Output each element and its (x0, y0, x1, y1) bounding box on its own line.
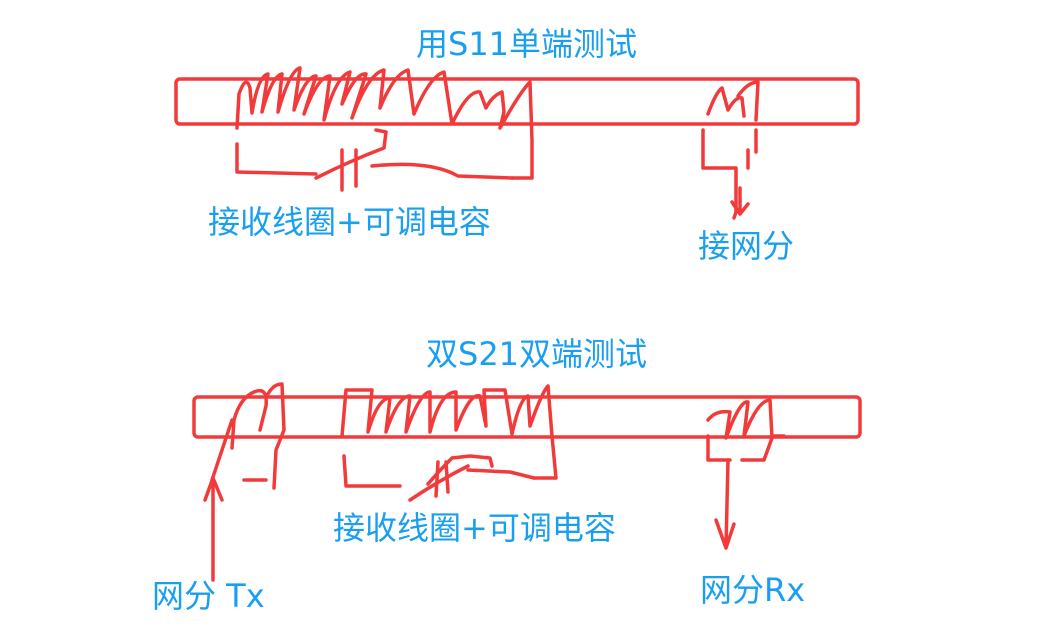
top-coil-lead (235, 142, 514, 180)
top-rod (174, 77, 860, 126)
top-diagram (174, 66, 860, 220)
bottom-tx-arrow (203, 476, 224, 582)
bottom-coil-label: 接收线圈+可调电容 (333, 509, 616, 547)
bottom-tx-loop (210, 382, 286, 490)
bottom-coil-lead (342, 454, 536, 488)
top-pickup-loop (701, 80, 760, 220)
top-coil-label: 接收线圈+可调电容 (208, 203, 491, 241)
top-port-arrow (730, 186, 750, 216)
top-port-label: 接网分 (698, 227, 795, 265)
top-receive-coil (235, 66, 534, 180)
bottom-receive-coil (340, 384, 558, 480)
bottom-title: 双S21双端测试 (426, 335, 648, 373)
bottom-rx-arrow (714, 458, 736, 550)
bottom-diagram (192, 382, 862, 582)
bottom-variable-capacitor (408, 454, 494, 502)
bottom-rx-loop (706, 398, 786, 462)
bottom-rx-label: 网分Rx (700, 571, 806, 609)
bottom-tx-label: 网分 Tx (152, 577, 265, 615)
top-title: 用S11单端测试 (416, 25, 638, 63)
top-variable-capacitor (314, 128, 388, 192)
